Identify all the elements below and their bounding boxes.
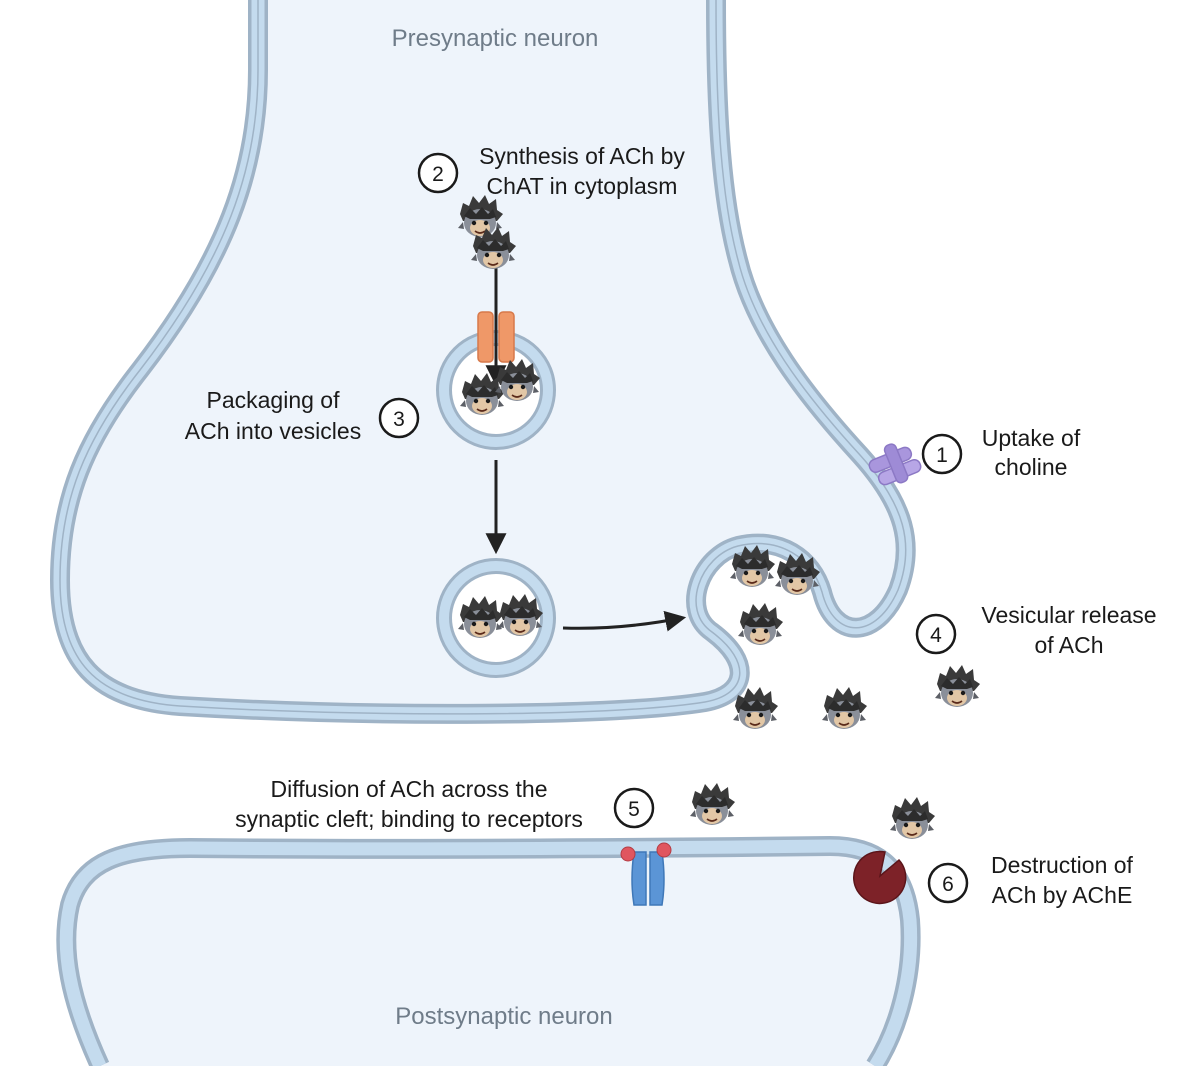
step-6-number: 6 — [942, 873, 954, 896]
step-3: 3 Packaging of ACh into vesicles — [185, 387, 420, 444]
step-4-number: 4 — [930, 624, 942, 647]
postsynaptic-neuron — [56, 836, 921, 1066]
step-1-number: 1 — [936, 444, 948, 467]
step-6-label-line-1: Destruction of — [991, 852, 1134, 878]
exocytosis-arrow — [562, 610, 687, 632]
step-2: 2 Synthesis of ACh by ChAT in cytoplasm — [417, 143, 685, 199]
step-5: 5 Diffusion of ACh across the synaptic c… — [235, 776, 655, 832]
presynaptic-membrane-midline — [59, 0, 907, 715]
step-2-label-line-2: ChAT in cytoplasm — [487, 173, 678, 199]
step-1: 1 Uptake of choline — [921, 425, 1081, 480]
choline-transporter-icon — [868, 443, 922, 486]
step-4-label-line-2: of ACh — [1034, 632, 1103, 658]
step-3-label-line-1: Packaging of — [207, 387, 341, 413]
step-1-badge — [921, 433, 963, 475]
presynaptic-label: Presynaptic neuron — [392, 25, 599, 52]
step-1-label-line-2: choline — [995, 454, 1068, 480]
step-3-number: 3 — [393, 408, 405, 431]
step-4-badge — [915, 613, 957, 655]
postsynaptic-label: Postsynaptic neuron — [395, 1003, 612, 1030]
step-5-badge — [613, 787, 655, 829]
step-6-label-line-2: ACh by AChE — [992, 882, 1133, 908]
step-2-badge — [417, 152, 459, 194]
ach-molecule-icon — [689, 782, 736, 826]
ach-molecule-icon — [737, 602, 784, 646]
step-3-badge — [378, 397, 420, 439]
step-1-label-line-1: Uptake of — [982, 425, 1081, 451]
postsynaptic-membrane-inner — [59, 839, 918, 1066]
step-5-label-line-1: Diffusion of ACh across the — [271, 776, 548, 802]
ach-molecule-icon — [889, 796, 936, 840]
step-3-label-line-2: ACh into vesicles — [185, 418, 361, 444]
step-2-label-line-1: Synthesis of ACh by — [479, 143, 685, 169]
step-4: 4 Vesicular release of ACh — [915, 602, 1157, 658]
receptor-icon — [620, 842, 672, 906]
step-2-number: 2 — [432, 163, 444, 186]
step-5-label-line-2: synaptic cleft; binding to receptors — [235, 806, 583, 832]
step-5-number: 5 — [628, 798, 640, 821]
postsynaptic-cytoplasm — [66, 846, 911, 1066]
ache-enzyme-icon — [852, 850, 907, 905]
step-4-label-line-1: Vesicular release — [981, 602, 1156, 628]
vesicular-transporter-icon — [477, 311, 515, 363]
ach-molecule-icon — [934, 664, 981, 708]
step-6: 6 Destruction of ACh by AChE — [927, 852, 1134, 908]
step-6-badge — [927, 862, 969, 904]
ach-molecule-icon — [821, 686, 868, 730]
